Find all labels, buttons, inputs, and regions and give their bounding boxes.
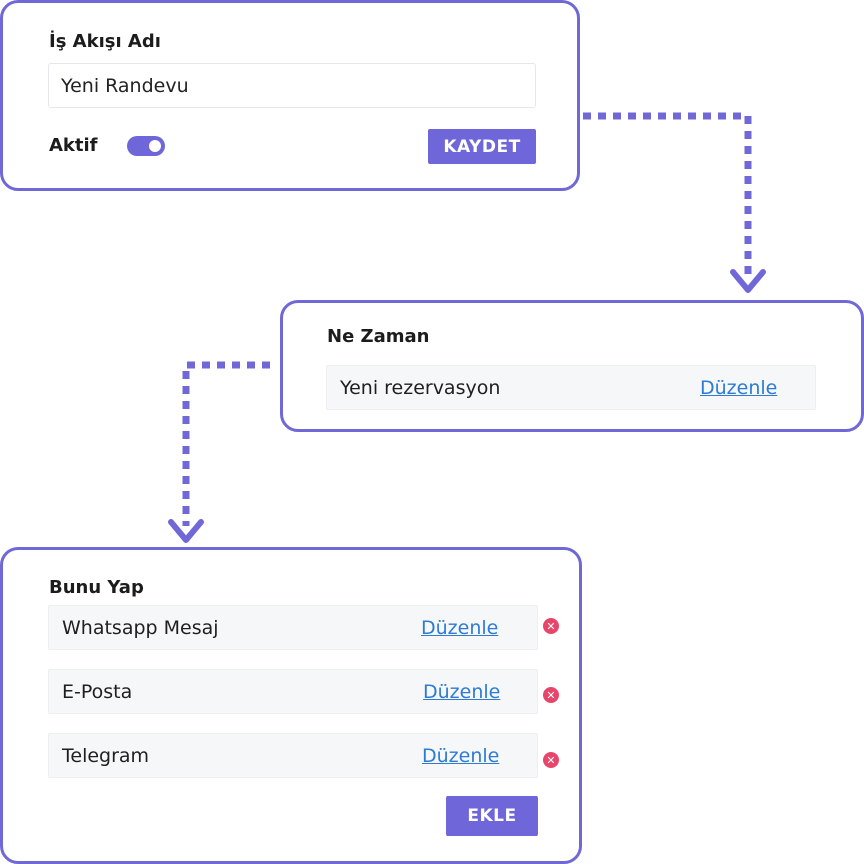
active-label: Aktif <box>49 135 98 156</box>
trigger-title: Ne Zaman <box>327 326 430 347</box>
action-edit-link[interactable]: Düzenle <box>422 744 500 767</box>
action-item-label: Telegram <box>62 744 150 767</box>
close-circle-icon[interactable]: ✕ <box>543 618 559 634</box>
close-circle-icon[interactable]: ✕ <box>543 687 559 703</box>
trigger-item: Yeni rezervasyon Düzenle <box>326 365 816 410</box>
arrow-down-icon <box>168 519 204 543</box>
toggle-knob <box>149 140 161 152</box>
action-item: Whatsapp Mesaj Düzenle <box>48 605 538 650</box>
active-toggle[interactable] <box>127 136 165 156</box>
save-button[interactable]: KAYDET <box>428 129 536 164</box>
actions-card: Bunu Yap Whatsapp Mesaj Düzenle ✕ E-Post… <box>0 547 582 864</box>
workflow-card: İş Akışı Adı Yeni Randevu Aktif KAYDET <box>0 0 580 191</box>
action-item: Telegram Düzenle <box>48 733 538 778</box>
trigger-card: Ne Zaman Yeni rezervasyon Düzenle <box>280 300 864 432</box>
action-item: E-Posta Düzenle <box>48 669 538 714</box>
trigger-edit-link[interactable]: Düzenle <box>700 376 778 399</box>
add-action-button[interactable]: EKLE <box>446 796 538 836</box>
connector-workflow-to-trigger <box>583 112 752 276</box>
workflow-name-value: Yeni Randevu <box>61 74 189 97</box>
action-item-label: Whatsapp Mesaj <box>62 616 219 639</box>
action-edit-link[interactable]: Düzenle <box>423 680 501 703</box>
workflow-name-label: İş Akışı Adı <box>49 31 161 52</box>
action-edit-link[interactable]: Düzenle <box>421 616 499 639</box>
close-circle-icon[interactable]: ✕ <box>543 752 559 768</box>
arrow-down-icon <box>730 269 766 293</box>
action-item-label: E-Posta <box>62 680 133 703</box>
actions-title: Bunu Yap <box>49 577 144 598</box>
trigger-item-label: Yeni rezervasyon <box>340 376 501 399</box>
workflow-name-input[interactable]: Yeni Randevu <box>48 63 536 108</box>
connector-trigger-to-actions <box>182 361 270 526</box>
